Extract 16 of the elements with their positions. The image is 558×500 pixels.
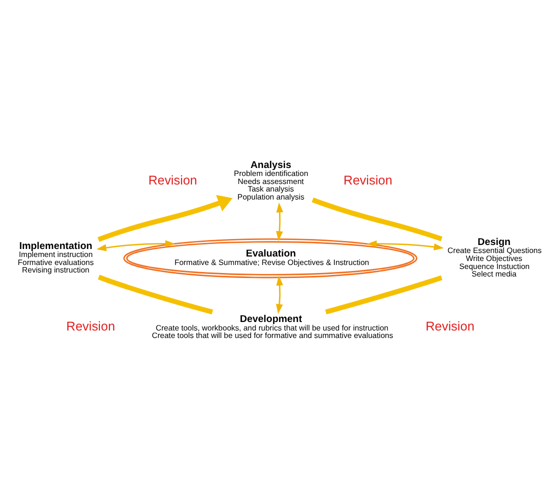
node-text: Design Create Essential Questions Write Objectives Sequence Instuction Select media	[448, 236, 542, 278]
arrow	[276, 275, 284, 314]
node-text: Development Create tools, workbooks, and rubrics that will be used for instruction Create tools that will be used for formative and summative evaluations	[152, 314, 394, 340]
arrow	[366, 240, 444, 250]
connector	[325, 274, 442, 314]
arrow	[98, 194, 232, 242]
node-text: Analysis Problem identification Needs assessment Task analysis Population analysis	[234, 159, 308, 201]
label: Revision	[426, 318, 474, 334]
label: Revision	[344, 172, 392, 187]
arrow	[276, 202, 284, 241]
node-text: Implementation Implement instruction Formative evaluations Revising instruction	[18, 240, 94, 274]
label: Revision	[66, 318, 116, 334]
connector	[98, 274, 214, 314]
label: Revision	[148, 172, 198, 187]
arrow	[96, 240, 176, 251]
connector	[312, 196, 442, 241]
